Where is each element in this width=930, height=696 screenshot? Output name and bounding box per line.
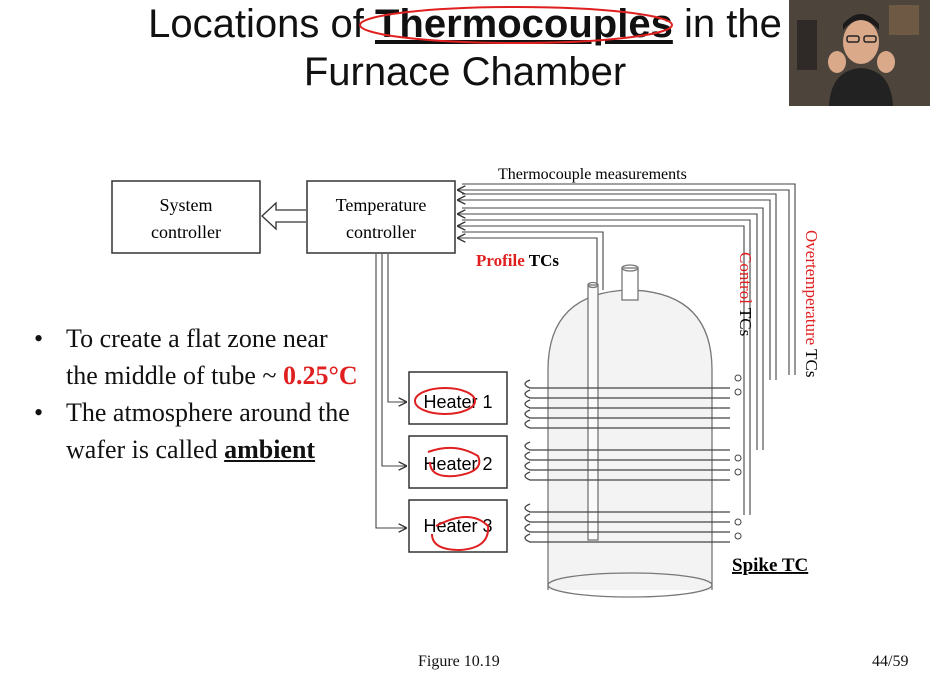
heater-feed-lines — [375, 254, 406, 528]
heater-3-box: Heater 3 — [408, 499, 508, 553]
heater-annotations — [414, 387, 490, 552]
heater-1-box: Heater 1 — [408, 371, 508, 425]
control-tcs-label: Control TCs — [736, 252, 755, 336]
temperature-controller-box: Temperature controller — [306, 180, 456, 254]
svg-text:Overtemperature TCs: Overtemperature TCs — [802, 230, 821, 377]
bullet-item-1: • To create a flat zone near the middle … — [34, 324, 358, 390]
page-number: 44/59 — [872, 653, 909, 670]
svg-text:Control TCs: Control TCs — [736, 252, 755, 336]
profile-label-black: TCs — [529, 251, 560, 270]
furnace-chamber — [547, 264, 713, 598]
profile-label-red: Profile — [476, 251, 525, 270]
overtemp-tcs-label: Overtemperature TCs — [802, 230, 821, 377]
temperature-controller-line2: controller — [346, 222, 416, 242]
system-controller-line2: controller — [151, 222, 221, 242]
bullet-1-text: To create a flat zone near the middle of… — [66, 324, 328, 390]
heater-2-box: Heater 2 — [408, 435, 508, 489]
heater-coils — [524, 379, 730, 543]
presenter-figure — [789, 0, 930, 106]
control-label-red: Control — [736, 252, 755, 304]
temperature-controller-line1: Temperature — [336, 195, 427, 215]
bullet-2-highlight: ambient — [224, 435, 316, 464]
controller-link-arrow — [261, 201, 306, 231]
overtemp-label-red: Overtemperature — [802, 230, 821, 345]
slide-title-line2: Furnace Chamber — [303, 50, 627, 94]
tc-terminals — [734, 374, 742, 540]
spike-tc-label: Spike TC — [732, 555, 808, 576]
system-controller-line1: System — [159, 195, 212, 215]
heater-1-label: Heater 1 — [423, 392, 492, 412]
measurement-lines — [458, 183, 796, 515]
heater-3-label: Heater 3 — [423, 516, 492, 536]
overtemp-label-black: TCs — [802, 349, 821, 377]
presenter-webcam — [789, 0, 930, 106]
system-controller-box: System controller — [111, 180, 261, 254]
figure-caption: Figure 10.19 — [418, 653, 500, 670]
control-label-black: TCs — [736, 308, 755, 336]
bullet-item-2: • The atmosphere around the wafer is cal… — [34, 398, 350, 464]
profile-tcs-label: Profile TCs — [476, 251, 559, 270]
bullet-1-highlight: 0.25°C — [282, 361, 358, 390]
bullet-2-text: The atmosphere around the wafer is calle… — [66, 398, 350, 464]
thermocouple-measurements-label: Thermocouple measurements — [498, 166, 687, 183]
title-part1: Locations of — [148, 2, 375, 46]
bullet-list: • To create a flat zone near the middle … — [34, 320, 364, 468]
title-part2: in the — [672, 2, 782, 46]
